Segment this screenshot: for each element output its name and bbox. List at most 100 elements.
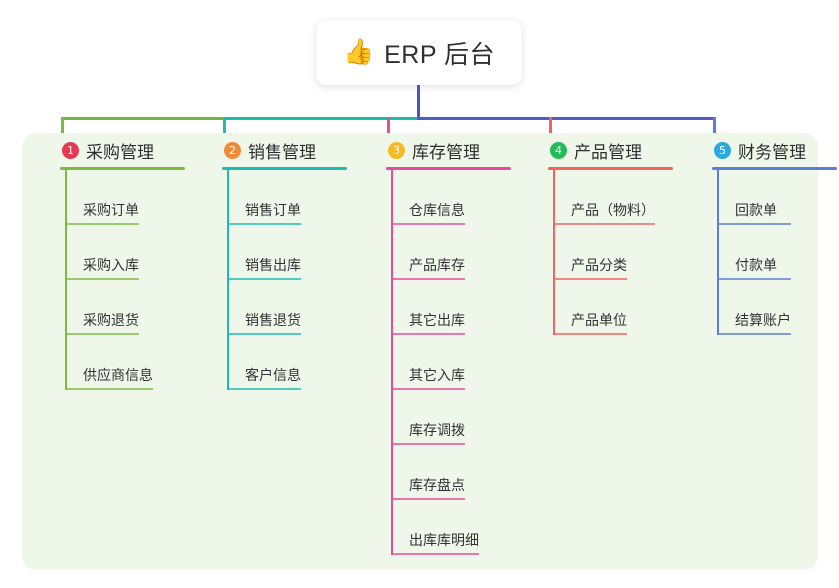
section-stem-line [553,170,555,335]
section-column-产品管理: 4 产品管理产品（物料） 产品分类产品单位 [530,133,690,335]
connector-drop-5 [712,117,716,146]
list-item-underline [65,388,153,390]
section-column-采购管理: 1 采购管理采购订单采购入库采购退货供应商信息 [42,133,202,390]
section-underline [386,167,511,170]
list-item-label: 付款单 [735,257,777,273]
section-header[interactable]: 1 采购管理 [42,133,202,167]
list-item-label: 采购入库 [83,257,139,273]
section-item-list: 销售订单销售出库销售退货客户信息 [227,170,364,390]
section-number-badge: 1 [62,141,79,159]
list-item-label: 库存盘点 [409,477,465,493]
list-item-label: 产品（物料） [571,202,655,218]
list-item-underline [391,388,465,390]
section-item-list: 仓库信息产品库存其它出库其它入库库存调拨库存盘点出库库明细 [391,170,528,555]
list-item-underline [227,223,301,225]
section-header[interactable]: 4 产品管理 [530,133,690,167]
section-underline [548,167,673,170]
list-item[interactable]: 销售订单 [227,170,364,225]
section-stem-line [227,170,229,390]
list-item[interactable]: 回款单 [717,170,839,225]
list-item[interactable]: 采购退货 [65,280,202,335]
connector-rail-segment-3 [416,117,716,120]
section-title: 销售管理 [248,142,316,162]
section-header[interactable]: 5 财务管理 [694,133,839,167]
section-column-财务管理: 5 财务管理回款单付款单结算账户 [694,133,839,335]
list-item-label: 出库库明细 [409,532,479,548]
list-item-label: 销售出库 [245,257,301,273]
list-item[interactable]: 客户信息 [227,335,364,390]
section-title: 库存管理 [412,142,480,162]
list-item-underline [717,333,791,335]
list-item-underline [391,223,465,225]
list-item-underline [227,388,301,390]
list-item-label: 仓库信息 [409,202,465,218]
root-title: ERP 后台 [384,40,496,69]
list-item[interactable]: 销售退货 [227,280,364,335]
list-item-underline [65,278,139,280]
list-item[interactable]: 供应商信息 [65,335,202,390]
list-item-label: 销售退货 [245,312,301,328]
list-item[interactable]: 产品库存 [391,225,528,280]
section-number-badge: 3 [388,141,405,159]
list-item-underline [391,498,465,500]
section-header[interactable]: 3 库存管理 [368,133,528,167]
list-item-label: 产品分类 [571,257,627,273]
section-item-list: 回款单付款单结算账户 [717,170,839,335]
connector-rail-segment-2 [222,117,420,120]
connector-trunk [416,85,420,120]
sections-panel: 1 采购管理采购订单采购入库采购退货供应商信息 2 销售管理销售订单销售出库销售退货客… [22,133,837,570]
list-item-underline [391,553,479,555]
list-item[interactable]: 仓库信息 [391,170,528,225]
list-item[interactable]: 销售出库 [227,225,364,280]
list-item[interactable]: 产品（物料） [553,170,690,225]
section-underline [222,167,347,170]
section-stem-line [717,170,719,335]
list-item-label: 客户信息 [245,367,301,383]
section-title: 产品管理 [574,142,642,162]
list-item-underline [553,333,627,335]
section-number-badge: 5 [714,141,731,159]
list-item[interactable]: 产品分类 [553,225,690,280]
connector-drop-1 [60,117,64,146]
list-item[interactable]: 采购入库 [65,225,202,280]
section-title: 财务管理 [738,142,806,162]
list-item[interactable]: 其它入库 [391,335,528,390]
connector-rail-segment-1 [60,117,226,120]
list-item-underline [391,443,465,445]
root-node-card[interactable]: 👍 ERP 后台 [316,20,522,85]
section-number-badge: 4 [550,141,567,159]
section-number-badge: 2 [224,141,241,159]
list-item[interactable]: 库存盘点 [391,445,528,500]
list-item-underline [391,333,465,335]
connector-drop-3 [386,117,390,146]
section-column-库存管理: 3 库存管理仓库信息产品库存其它出库其它入库库存调拨库存盘点出库库明细 [368,133,528,555]
list-item-underline [717,278,791,280]
section-underline [712,167,837,170]
list-item[interactable]: 其它出库 [391,280,528,335]
section-item-list: 采购订单采购入库采购退货供应商信息 [65,170,202,390]
list-item-label: 采购订单 [83,202,139,218]
list-item-label: 结算账户 [735,312,791,328]
list-item-underline [391,278,465,280]
list-item-label: 其它出库 [409,312,465,328]
list-item-underline [65,223,139,225]
list-item-label: 销售订单 [245,202,301,218]
list-item[interactable]: 产品单位 [553,280,690,335]
list-item[interactable]: 采购订单 [65,170,202,225]
section-title: 采购管理 [86,142,154,162]
list-item-underline [717,223,791,225]
section-underline [60,167,185,170]
list-item[interactable]: 库存调拨 [391,390,528,445]
list-item-label: 其它入库 [409,367,465,383]
list-item-label: 产品单位 [571,312,627,328]
section-stem-line [391,170,393,555]
connector-drop-4 [548,117,552,146]
list-item-label: 回款单 [735,202,777,218]
section-header[interactable]: 2 销售管理 [204,133,364,167]
connector-drop-2 [222,117,226,146]
list-item[interactable]: 出库库明细 [391,500,528,555]
list-item[interactable]: 付款单 [717,225,839,280]
list-item-label: 采购退货 [83,312,139,328]
list-item-label: 供应商信息 [83,367,153,383]
list-item[interactable]: 结算账户 [717,280,839,335]
